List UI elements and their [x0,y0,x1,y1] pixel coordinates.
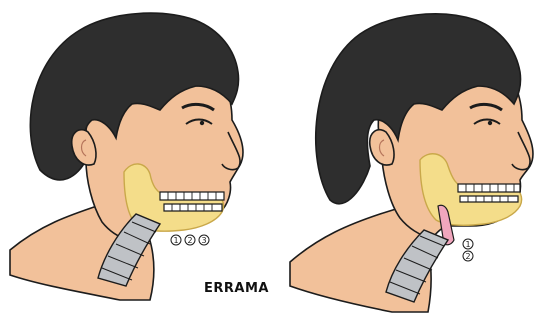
caption-errama: ERRAMA [204,281,269,296]
left-head-figure: 1 2 3 [10,13,243,300]
left-label-2: 2 [187,236,192,245]
left-number-markers: 1 2 3 [171,235,209,245]
left-label-1: 1 [173,236,178,245]
right-number-markers: 1 2 [463,239,473,261]
right-label-1: 1 [465,240,470,249]
left-label-3: 3 [201,236,206,245]
right-label-2: 2 [465,252,470,261]
right-head-figure: 1 2 [290,14,533,312]
